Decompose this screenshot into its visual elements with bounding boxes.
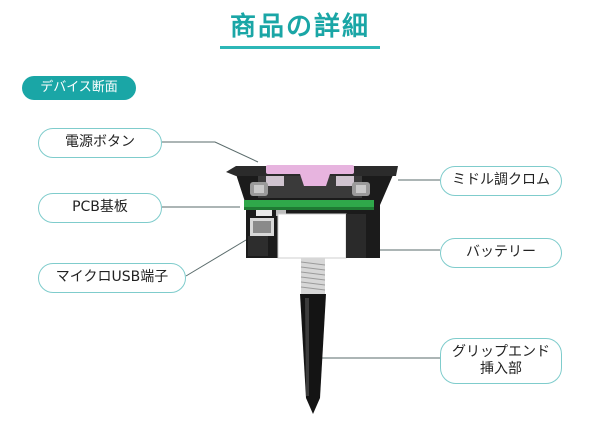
callout-grip-line1: グリップエンド [452,343,550,360]
leader-micro-usb [185,239,247,277]
callout-battery-text: バッテリー [466,244,536,261]
callout-grip: グリップエンド 挿入部 [440,338,562,384]
battery-part [277,213,366,259]
chrome-contacts [250,182,370,196]
power-button-part [266,165,354,186]
callout-micro-usb-text: マイクロUSB端子 [55,269,169,286]
micro-usb-part [248,218,274,256]
callout-chrome-text: ミドル調クロム [452,172,550,189]
callout-micro-usb: マイクロUSB端子 [38,263,186,293]
callout-pcb: PCB基板 [38,193,162,223]
title-underline [220,46,380,49]
leader-lines [162,141,440,359]
callout-battery: バッテリー [440,238,562,268]
page-title: 商品の詳細 [229,12,370,42]
pcb-board-part [244,200,374,216]
section-label: デバイス断面 [22,76,136,100]
callout-grip-line2: 挿入部 [480,361,522,377]
threaded-shaft [300,258,326,294]
callout-pcb-text: PCB基板 [72,199,128,216]
grip-spike [300,294,326,414]
callout-power-button-text: 電源ボタン [65,134,135,151]
callout-power-button: 電源ボタン [38,128,162,158]
leader-power-button [162,141,259,163]
callout-chrome: ミドル調クロム [440,166,562,196]
